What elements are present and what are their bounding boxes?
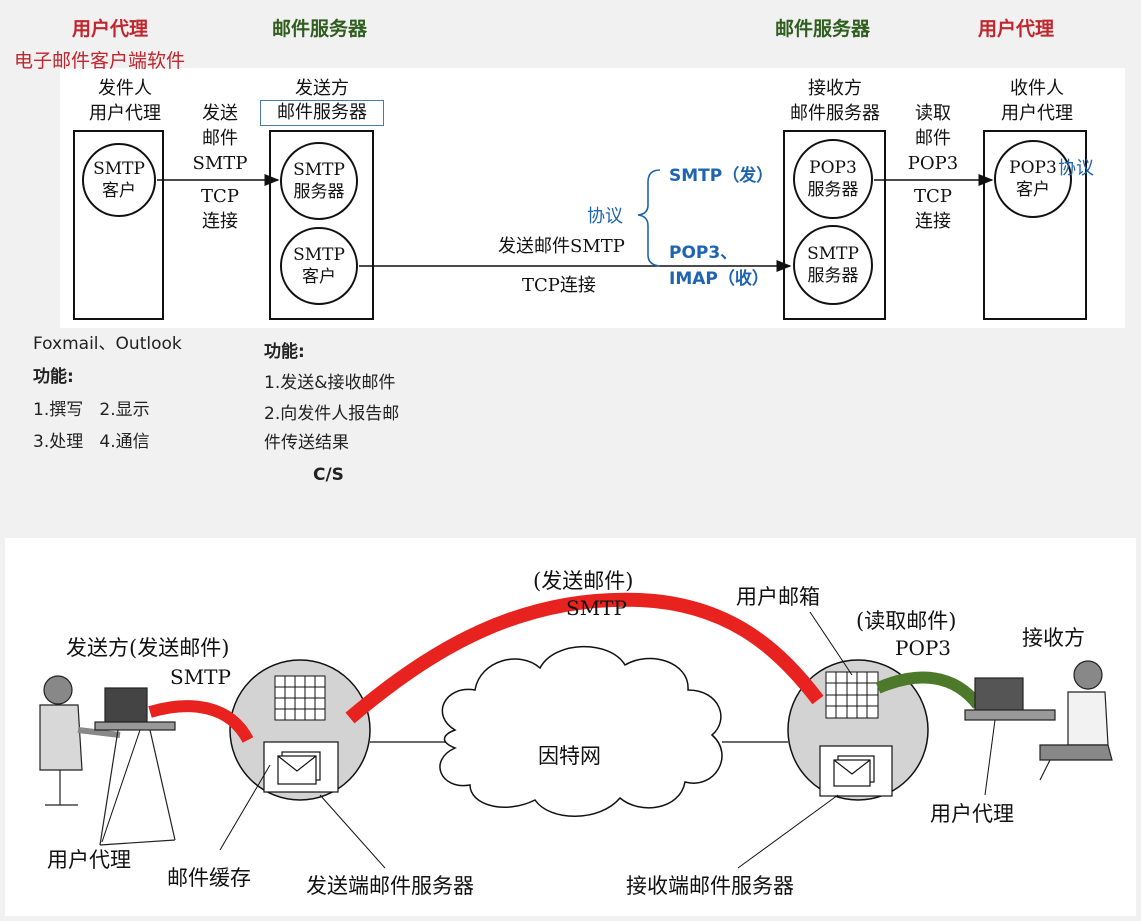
mail-cache-envelope-icon [263, 741, 339, 793]
header-right-mail-server: 邮件服务器 [775, 18, 871, 40]
tcp-connection-label-1: TCP 连接 [201, 186, 239, 232]
sender-server-title-boxed: 邮件服务器 [260, 100, 384, 126]
red-pipe-send-remote [345, 592, 824, 724]
internet-cloud [439, 645, 723, 817]
right-user-agent-label: 用户代理 [930, 802, 1014, 826]
read-pop3-label: POP3 [895, 636, 952, 660]
protocol-label: 协议 [587, 206, 623, 227]
pointer-recv-server [737, 794, 839, 869]
sender-agent-title: 发件人 用户代理 [89, 78, 161, 124]
sender-server-smtp-client-circle: SMTP 客户 [280, 227, 358, 305]
header-left-user-agent: 用户代理 [72, 18, 149, 40]
smtp-send-protocol: SMTP（发） [669, 166, 774, 186]
left-user-agent-label: 用户代理 [47, 848, 131, 872]
read-mail-label: (读取邮件) [856, 609, 957, 633]
header-client-software: 电子邮件客户端软件 [14, 50, 186, 72]
sender-server-smtp-server-circle: SMTP 服务器 [280, 142, 358, 220]
send-server-label: 发送端邮件服务器 [306, 874, 474, 898]
sender-label: 发送方(发送邮件) [66, 636, 230, 660]
right-function-line-3: 件传送结果 [264, 433, 349, 453]
pointer-mailbox [809, 611, 853, 676]
red-pipe-send-local [148, 700, 254, 744]
receiver-label: 接收方 [1022, 626, 1085, 650]
send-mail-label: (发送邮件) [533, 569, 634, 593]
receiver-agent-circle: POP3 客户 [994, 140, 1072, 218]
left-function-line-2: 3.处理 4.通信 [33, 432, 150, 452]
sender-computer-icon [94, 687, 176, 846]
sender-smtp-label: SMTP [170, 665, 231, 689]
imap-receive-protocol: IMAP（收） [669, 269, 769, 289]
green-pipe-read [875, 671, 983, 709]
user-mailbox-grid [825, 671, 879, 719]
pointer-agent-left [101, 729, 141, 843]
receiver-person-icon [1039, 660, 1113, 781]
cs-architecture-label: C/S [313, 465, 344, 485]
right-function-line-1: 1.发送&接收邮件 [264, 373, 396, 393]
left-function-title: 功能: [33, 367, 74, 387]
pointer-agent-right [984, 719, 996, 796]
protocol-brace [637, 169, 661, 267]
right-function-line-2: 2.向发件人报告邮 [264, 404, 400, 424]
pointer-send-server [319, 794, 386, 869]
top-connectors [157, 169, 994, 272]
middle-tcp-connection: TCP连接 [522, 275, 596, 296]
send-mail-smtp-label: 发送 邮件 SMTP [192, 103, 248, 174]
recv-server-label: 接收端邮件服务器 [626, 874, 794, 898]
sender-agent-circle: SMTP 客户 [82, 143, 156, 217]
receiver-computer-icon [964, 677, 1056, 721]
receiver-server-smtp-circle: SMTP 服务器 [793, 225, 873, 305]
pointer-mail-cache [219, 764, 271, 851]
top-diagram-panel [60, 68, 1125, 328]
receiver-server-pop3-circle: POP3 服务器 [793, 139, 873, 219]
recv-envelope-icon [819, 745, 893, 797]
receiver-agent-protocol-label: 协议 [1058, 158, 1094, 179]
right-function-title: 功能: [264, 342, 305, 362]
header-left-mail-server: 邮件服务器 [272, 18, 368, 40]
internet-label: 因特网 [538, 744, 601, 768]
send-smtp-label: SMTP [566, 596, 627, 620]
sender-person-icon [39, 675, 121, 806]
pop3-protocol: POP3、 [669, 243, 738, 263]
send-server-mailbox-grid [274, 675, 326, 721]
tcp-connection-label-2: TCP 连接 [914, 186, 952, 232]
header-right-user-agent: 用户代理 [978, 18, 1055, 40]
receiver-agent-title: 收件人 用户代理 [1001, 78, 1073, 124]
sender-server-title: 发送方 [295, 78, 349, 99]
user-mailbox-label: 用户邮箱 [736, 585, 820, 609]
receiver-server-title: 接收方 邮件服务器 [790, 78, 880, 124]
middle-send-mail-smtp: 发送邮件SMTP [498, 236, 625, 257]
read-mail-pop3-label: 读取 邮件 POP3 [907, 103, 959, 174]
mail-cache-label: 邮件缓存 [167, 866, 251, 890]
left-function-line-1: 1.撰写 2.显示 [33, 400, 150, 420]
client-examples: Foxmail、Outlook [33, 334, 182, 354]
